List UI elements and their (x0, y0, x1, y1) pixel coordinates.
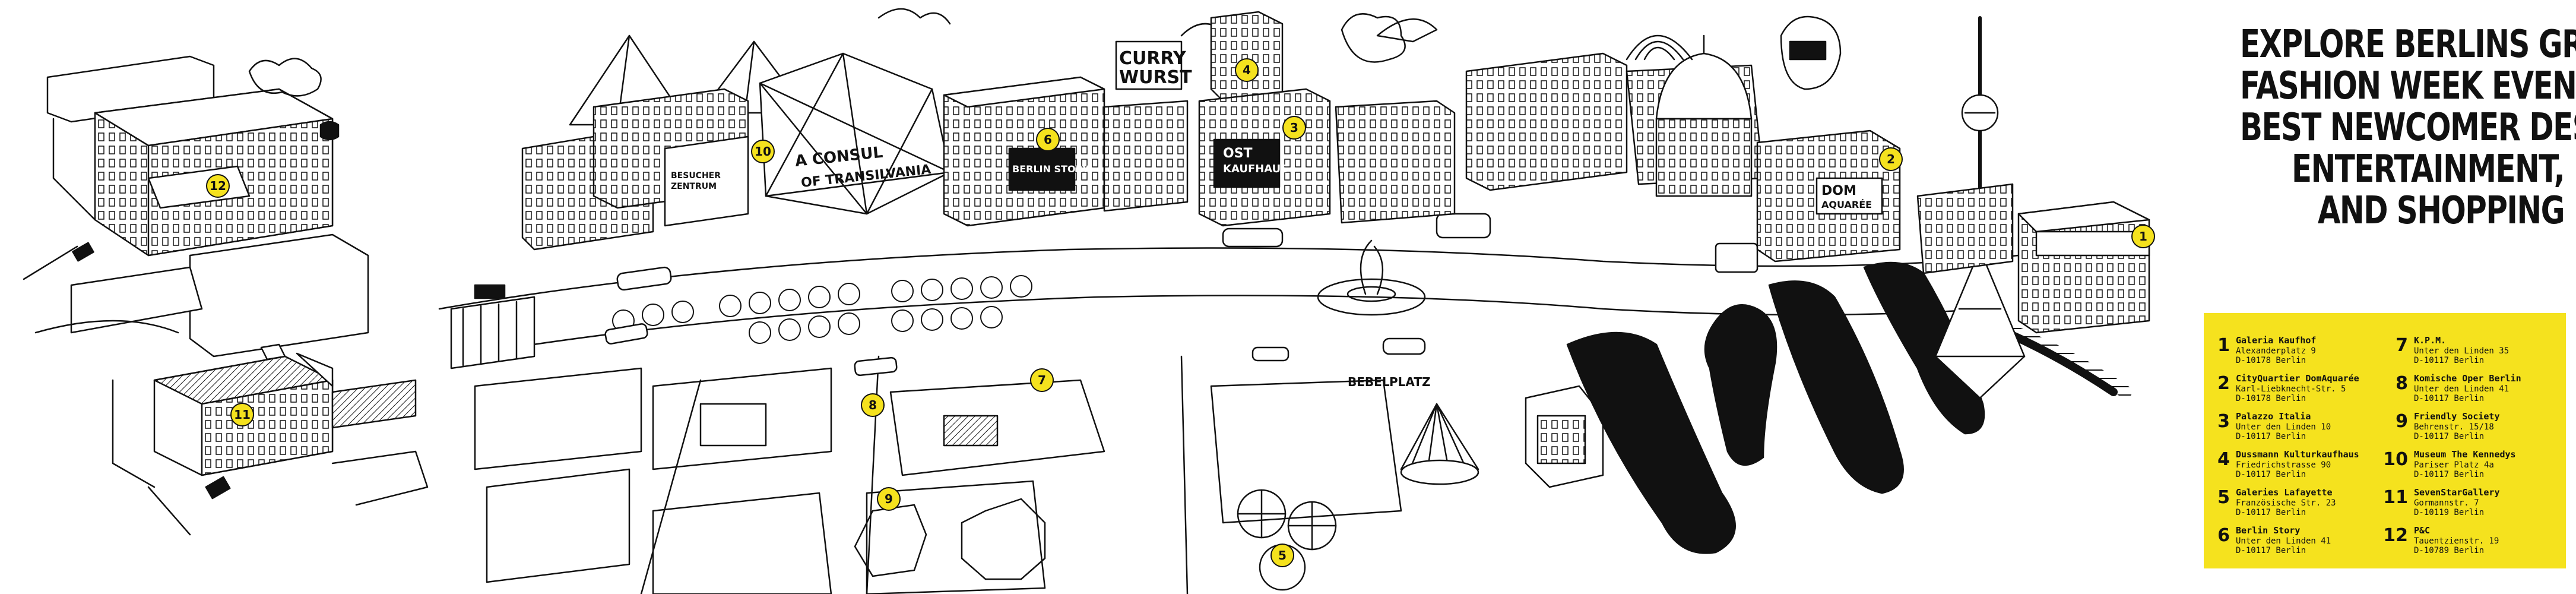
legend-number: 1 (2217, 335, 2230, 356)
ost-sign-text: OST (1223, 146, 1253, 161)
headline-line-2: FASHION WEEK EVENTS, (2240, 64, 2576, 108)
legend-number: 5 (2217, 487, 2230, 508)
legend-name: SevenStarGallery (2414, 487, 2500, 498)
map-marker-8[interactable]: 8 (861, 393, 885, 417)
main-map-skyline (521, 8, 2150, 466)
legend-number: 4 (2217, 449, 2230, 470)
legend-name: Dussmann Kulturkaufhaus (2236, 449, 2359, 460)
map-marker-2[interactable]: 2 (1879, 147, 1903, 171)
headline-line-1: EXPLORE BERLINS GREATEST (2240, 23, 2576, 67)
legend-name: Museum The Kennedys (2414, 449, 2516, 460)
legend-name: Galeries Lafayette (2236, 487, 2333, 498)
bebel-sign-text: BEBEL (1348, 375, 1390, 389)
headline: EXPLORE BERLINS GREATEST FASHION WEEK EV… (2149, 23, 2576, 233)
legend-number: 2 (2217, 373, 2230, 394)
legend-item[interactable]: 2 CityQuartier DomAquarée Karl-Liebknech… (2204, 372, 2376, 409)
map-marker-11[interactable]: 11 (230, 403, 254, 426)
map-marker-6[interactable]: 6 (1036, 128, 1060, 151)
aquaree-sign-text: AQUARÉE (1821, 199, 1872, 210)
map-marker-12[interactable]: 12 (206, 174, 230, 198)
curry-sign-text: CURRY (1119, 48, 1187, 69)
headline-line-4: ENTERTAINMENT, (2291, 147, 2565, 191)
headline-line-3: BEST NEWCOMER DESIGNER, (2240, 106, 2576, 150)
legend-name: Friendly Society (2414, 411, 2500, 422)
zentrum-sign-text: ZENTRUM (671, 182, 717, 191)
legend-name: Palazzo Italia (2236, 411, 2311, 422)
legend-name: Galeria Kaufhof (2236, 335, 2317, 346)
legend-name: Berlin Story (2236, 525, 2301, 536)
legend-number: 8 (2396, 373, 2408, 394)
map-marker-9[interactable]: 9 (877, 487, 901, 511)
map-marker-1[interactable]: 1 (2131, 225, 2155, 248)
legend-name: Komische Oper Berlin (2414, 373, 2521, 384)
legend-name: K.P.M. (2414, 335, 2447, 346)
map-marker-7[interactable]: 7 (1030, 368, 1054, 392)
legend-item[interactable]: 5 Galeries Lafayette Französische Str. 2… (2204, 486, 2376, 523)
legend-name: CityQuartier DomAquarée (2236, 373, 2359, 384)
legend-item[interactable]: 8 Komische Oper Berlin Unter den Linden … (2382, 372, 2554, 409)
map-marker-3[interactable]: 3 (1282, 116, 1306, 140)
berlin-story-sign-text: BERLIN STORY (1012, 163, 1089, 175)
main-map-ground (438, 213, 2132, 594)
platz-sign-text: PLATZ (1389, 375, 1430, 389)
legend-item[interactable]: 4 Dussmann Kulturkaufhaus Friedrichstras… (2204, 448, 2376, 485)
headline-line-5: AND SHOPPING (2317, 189, 2565, 233)
legend-number: 11 (2383, 487, 2408, 508)
legend-number: 6 (2217, 525, 2230, 546)
inset-sevenstar-district (112, 343, 429, 536)
wurst-sign-text: WURST (1119, 67, 1192, 88)
map-marker-10[interactable]: 10 (751, 140, 775, 163)
legend-name: P&C (2414, 525, 2431, 536)
map-marker-5[interactable]: 5 (1270, 544, 1294, 567)
map-marker-4[interactable]: 4 (1235, 58, 1259, 82)
besucher-sign-text: BESUCHER (671, 171, 721, 181)
legend-number: 9 (2396, 411, 2408, 432)
legend-number: 12 (2383, 525, 2408, 546)
legend-number: 3 (2217, 411, 2230, 432)
legend-number: 7 (2396, 335, 2408, 356)
dom-sign-text: DOM (1821, 184, 1856, 198)
legend-number: 10 (2383, 449, 2408, 470)
inset-pc-district (23, 55, 369, 358)
kaufhaus-sign-text: KAUFHAUS (1223, 163, 1288, 175)
